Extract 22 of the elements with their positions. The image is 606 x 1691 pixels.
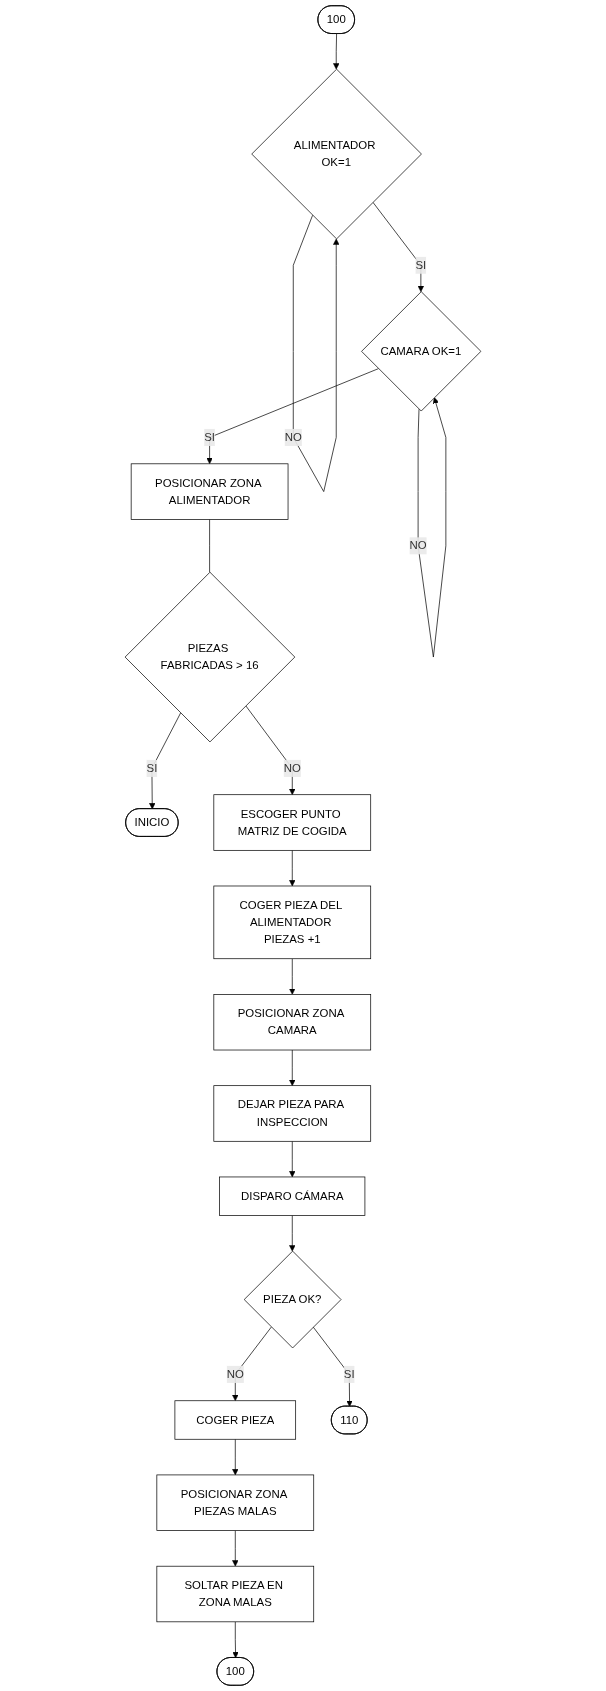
edge-label: NO bbox=[283, 761, 301, 775]
node-box: POSICIONAR ZONA ALIMENTADOR bbox=[130, 463, 289, 520]
edge-label: SI bbox=[343, 1367, 355, 1381]
edge-label: NO bbox=[409, 539, 427, 552]
node-box: POSICIONAR ZONA PIEZAS MALAS bbox=[156, 1474, 315, 1531]
edge-label: SI bbox=[146, 761, 158, 775]
node-diamond: CAMARA OK=1 bbox=[361, 291, 482, 412]
node-box: COGER PIEZA bbox=[174, 1400, 297, 1440]
edge-label: SI bbox=[415, 258, 427, 271]
node-diamond: PIEZAS FABRICADAS > 16 bbox=[124, 571, 296, 743]
node-box: COGER PIEZA DEL ALIMENTADOR PIEZAS +1 bbox=[213, 885, 372, 960]
node-diamond: ALIMENTADOR OK=1 bbox=[251, 68, 422, 240]
node-box: DISPARO CÁMARA bbox=[219, 1176, 366, 1216]
edge-label: NO bbox=[284, 431, 302, 444]
edge-label: NO bbox=[226, 1367, 244, 1381]
node-diamond: PIEZA OK? bbox=[243, 1250, 342, 1349]
node-box: POSICIONAR ZONA CAMARA bbox=[213, 994, 372, 1051]
node-box: ESCOGER PUNTO MATRIZ DE COGIDA bbox=[213, 794, 372, 851]
connector bbox=[209, 519, 210, 573]
node-box: SOLTAR PIEZA EN ZONA MALAS bbox=[156, 1565, 315, 1623]
node-box: DEJAR PIEZA PARA INSPECCION bbox=[213, 1085, 372, 1142]
edge-label: SI bbox=[204, 431, 215, 444]
